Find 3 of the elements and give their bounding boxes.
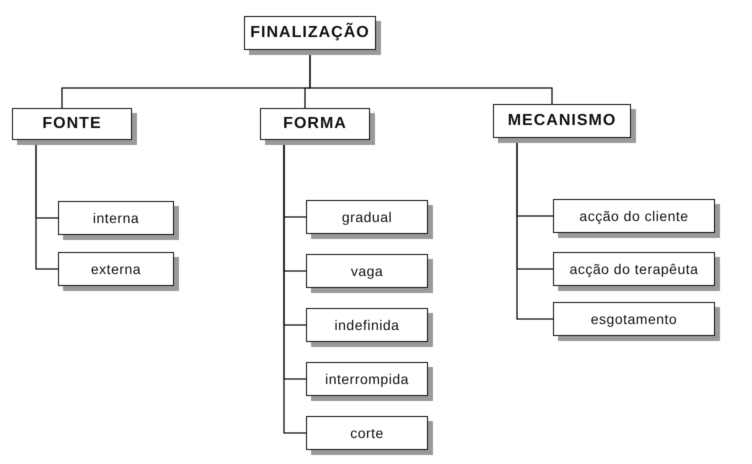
connector-line [309,55,553,104]
connector-line [283,145,306,434]
connector-line [516,143,553,320]
